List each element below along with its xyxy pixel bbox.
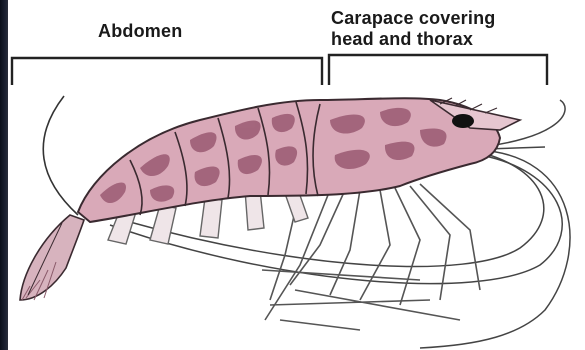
left-antenna	[43, 96, 78, 215]
abdomen-bracket	[12, 58, 322, 85]
eye	[452, 114, 474, 128]
carapace-bracket	[329, 55, 547, 85]
tail-fan	[20, 215, 84, 300]
